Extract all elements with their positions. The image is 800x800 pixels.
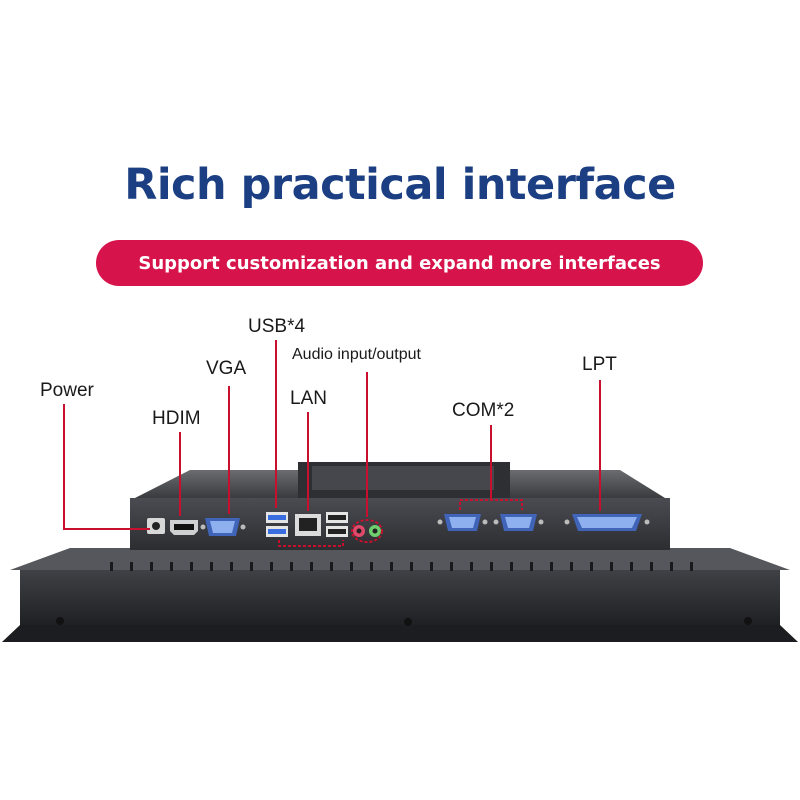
audio-bracket [351, 519, 383, 543]
subtitle-banner: Support customization and expand more in… [96, 240, 703, 286]
lpt-port [564, 514, 650, 531]
power-callout [63, 404, 150, 530]
label-hdim: HDIM [152, 408, 201, 429]
bezel-top-edge [10, 548, 790, 570]
hdmi-port [170, 520, 198, 535]
screw [744, 617, 752, 625]
label-vga: VGA [206, 358, 247, 379]
usb-ports-right [326, 512, 348, 537]
com-port-1 [437, 514, 488, 531]
com-bracket [459, 499, 523, 510]
subtitle-text: Support customization and expand more in… [138, 252, 661, 274]
audio-jacks [353, 525, 381, 537]
vga-port [200, 518, 246, 536]
usb-ports-left [266, 512, 288, 537]
label-usb: USB*4 [248, 316, 306, 337]
callout-lines [63, 340, 601, 547]
label-audio: Audio input/output [292, 346, 421, 363]
bezel-front [20, 570, 780, 625]
label-com: COM*2 [452, 400, 515, 421]
usb-bracket [278, 540, 344, 547]
bezel-flange [2, 625, 798, 642]
label-lan: LAN [290, 388, 327, 409]
screw [404, 618, 412, 626]
label-lpt: LPT [582, 354, 617, 375]
lan-port [295, 514, 321, 536]
com-port-2 [493, 514, 544, 531]
vent-slots [110, 562, 693, 571]
screw [56, 617, 64, 625]
power-port [147, 518, 165, 534]
page-title: Rich practical interface [124, 160, 676, 210]
label-power: Power [40, 380, 94, 401]
